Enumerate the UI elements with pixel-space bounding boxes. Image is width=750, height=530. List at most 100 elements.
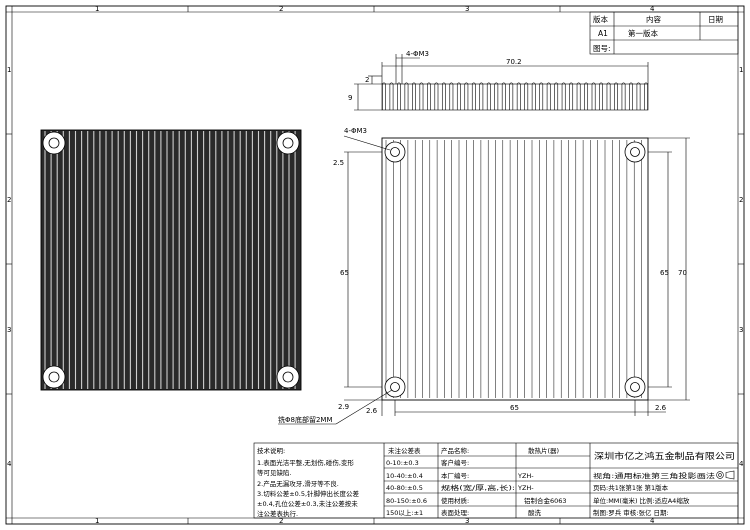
rev-header-content: 内容 <box>646 14 661 24</box>
dim-plan-x-offset: 2.6 <box>366 407 378 415</box>
front-dimensions: 70.2 4-ΦM3 9 2 <box>348 50 649 111</box>
front-fin <box>419 82 424 110</box>
dim-plan-inner-width: 65 <box>510 404 519 412</box>
heatsink-front-view <box>381 82 649 111</box>
front-fin <box>404 82 409 110</box>
front-fin <box>539 82 544 110</box>
front-fin <box>382 82 386 110</box>
product-label: 本厂编号: <box>441 471 469 480</box>
title-block <box>253 442 739 519</box>
product-label: 使用材质: <box>441 496 469 505</box>
rev-content: 第一版本 <box>628 28 658 38</box>
dim-plan-left-inset: 2.5 <box>333 159 344 167</box>
page-info: 页码:共1张第1张 第1版本 <box>593 483 669 492</box>
revision-table: 版本 内容 日期 A1 第一版本 图号: <box>589 11 739 55</box>
zone-side-3: 3 <box>7 326 11 334</box>
front-fin <box>614 82 618 110</box>
front-fin <box>531 82 536 110</box>
counterbore-note: 铣Φ8底部留2MM <box>278 415 333 424</box>
zone-side-2: 2 <box>7 196 11 204</box>
front-fin <box>561 82 566 110</box>
left-corner-hole <box>42 365 66 389</box>
plan-corner-hole <box>384 141 406 163</box>
dim-front-hole: 4-ΦM3 <box>406 50 429 58</box>
zone-top-4: 4 <box>650 5 655 13</box>
drawing-no-label: 图号: <box>593 44 611 53</box>
tolerance-row: 10-40:±0.4 <box>386 472 423 480</box>
notes-line: 2.产品无漏攻牙,滑牙等不良. <box>257 479 339 488</box>
dim-plan-bottom-inset: 2.9 <box>338 403 349 411</box>
front-fin <box>524 82 529 110</box>
rev-header-date: 日期 <box>708 15 723 24</box>
plan-corner-hole <box>624 376 646 398</box>
front-fin <box>427 82 431 110</box>
front-fin <box>486 82 491 110</box>
product-value: 散热片(器) <box>528 446 559 455</box>
notes-line: ±0.4,孔位公差±0.3,未注公差按未 <box>257 499 358 508</box>
dim-plan-right-height: 65 <box>660 269 669 277</box>
company-name: 深圳市亿之鸿五金制品有限公司 <box>594 451 735 462</box>
rev-version: A1 <box>598 29 608 38</box>
front-fin <box>501 82 506 110</box>
front-fin <box>554 82 559 110</box>
dim-plan-hole: 4-ΦM3 <box>344 127 367 135</box>
zone-bottom-4: 4 <box>650 517 655 525</box>
dim-plan-total-height: 70 <box>678 269 687 277</box>
left-corner-hole <box>276 131 300 155</box>
front-fin <box>629 82 633 110</box>
front-fin <box>636 82 641 110</box>
left-corner-hole <box>276 365 300 389</box>
tolerance-row: 150以上:±1 <box>386 508 423 517</box>
technical-notes: 技术说明: 1.表面光洁平整,无划伤,碰伤,变形 等可见缺陷. 2.产品无漏攻牙… <box>257 446 360 518</box>
dim-plan-inner-height: 65 <box>340 269 349 277</box>
product-label: 产品名称: <box>441 446 469 455</box>
drawer-info: 制图:罗兵 审核:张亿 日期: <box>593 508 669 517</box>
product-value: 酸洗 <box>528 508 542 517</box>
plan-corner-hole <box>624 141 646 163</box>
front-fin <box>644 82 648 110</box>
zone-top-3: 3 <box>465 5 469 13</box>
front-fin <box>479 82 484 110</box>
tolerance-row: 0-10:±0.3 <box>386 459 419 467</box>
front-fin <box>606 82 611 110</box>
zone-top-1: 1 <box>95 5 99 13</box>
dim-front-height: 9 <box>348 94 352 102</box>
outer-border <box>5 5 745 525</box>
front-fin <box>449 82 454 110</box>
left-plate <box>40 129 302 391</box>
front-fin <box>546 82 551 110</box>
notes-line: 注公差表执行. <box>257 509 298 518</box>
product-value: YZH- <box>517 472 534 480</box>
left-corner-hole <box>42 131 66 155</box>
zone-bottom-1: 1 <box>95 517 99 525</box>
zone-bottom-2: 2 <box>279 517 283 525</box>
unit-scale: 单位:MM(毫米) 比例:适应A4缩放 <box>593 496 690 505</box>
front-fin <box>389 82 394 110</box>
zone-side-r2: 2 <box>739 196 743 204</box>
front-fin <box>494 82 499 110</box>
dim-front-base: 2 <box>365 76 369 84</box>
front-fin <box>434 82 439 110</box>
projection-note: 视角:通用标准第三角投影画法 <box>593 471 716 480</box>
zone-side-r3: 3 <box>739 326 743 334</box>
tolerance-row: 80-150:±0.6 <box>386 497 427 505</box>
heatsink-top-view-left <box>40 129 302 391</box>
front-fin <box>621 82 626 110</box>
front-fin <box>456 82 461 110</box>
zone-side-1: 1 <box>7 66 11 74</box>
front-fin <box>584 82 589 110</box>
front-fin <box>576 82 581 110</box>
zone-bottom-3: 3 <box>465 517 469 525</box>
front-fin <box>591 82 596 110</box>
front-fin <box>464 82 469 110</box>
notes-title: 技术说明: <box>257 446 285 455</box>
notes-line: 3.切料公差±0.5,针脚伸出长度公差 <box>257 489 360 498</box>
zone-side-r1: 1 <box>739 66 743 74</box>
front-fin <box>569 82 574 110</box>
notes-line: 等可见缺陷. <box>257 468 292 477</box>
projection-symbol-icon <box>716 470 735 480</box>
tolerance-row: 40-80:±0.5 <box>386 484 423 492</box>
front-base-plate <box>381 83 649 111</box>
front-fin <box>412 82 416 110</box>
